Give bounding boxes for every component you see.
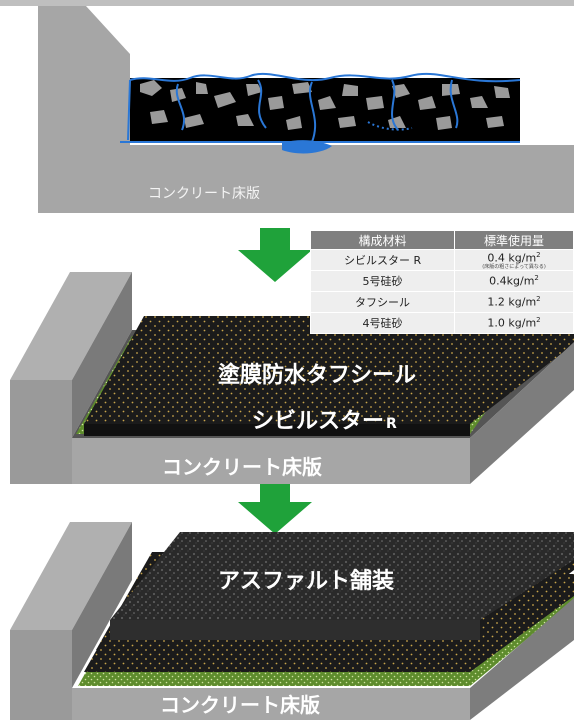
material-amount: 0.4kg/m2 <box>454 270 574 292</box>
aggregate-layer <box>130 78 520 142</box>
materials-table-header: 構成材料 標準使用量 <box>309 230 574 250</box>
down-arrow-2 <box>238 480 312 534</box>
table-row: 5号硅砂 0.4kg/m2 <box>309 270 574 292</box>
material-name: シビルスター R <box>309 249 456 271</box>
materials-table: 構成材料 標準使用量 シビルスター R 0.4 kg/m2 (床版の粗さによって… <box>309 230 574 334</box>
wall-front <box>10 380 72 484</box>
panel-1-concrete-label: コンクリート床版 <box>148 186 260 202</box>
aggregate-stones <box>140 80 510 130</box>
membrane-layer-toughseal <box>84 316 574 424</box>
down-arrow-1 <box>238 228 312 282</box>
panel-1-concrete-section: コンクリート床版 <box>0 0 574 213</box>
material-name: タフシール <box>309 291 456 313</box>
table-row: タフシール 1.2 kg/m2 <box>309 291 574 313</box>
table-row: 4号硅砂 1.0 kg/m2 <box>309 312 574 334</box>
material-name: 4号硅砂 <box>309 312 456 334</box>
panel-3-concrete-label: コンクリート床版 <box>160 693 320 717</box>
asphalt-pavement-layer <box>110 532 574 620</box>
panel-2-concrete-label: コンクリート床版 <box>162 455 322 479</box>
material-amount: 1.2 kg/m2 <box>454 291 574 313</box>
table-row: シビルスター R 0.4 kg/m2 (床版の粗さによって異なる) <box>309 249 574 271</box>
asphalt-label: アスファルト舗装 <box>218 568 394 594</box>
material-amount: 1.0 kg/m2 <box>454 312 574 334</box>
panel-2-slab-front <box>72 438 470 484</box>
water-puddle <box>282 140 332 154</box>
panel-3-slab-front <box>72 688 470 720</box>
material-name: 5号硅砂 <box>309 270 456 292</box>
wall-front-lower <box>10 630 72 720</box>
col-header-amount: 標準使用量 <box>454 230 574 250</box>
material-amount: 0.4 kg/m2 (床版の粗さによって異なる) <box>454 249 574 271</box>
col-header-material: 構成材料 <box>309 230 456 250</box>
water-seepage-lines <box>120 72 521 143</box>
slab-cross-section <box>38 6 574 213</box>
amount-note: (床版の粗さによって異なる) <box>482 263 546 270</box>
membrane-label: 塗膜防水タフシール <box>218 362 416 388</box>
panel-3-pavement-section: アスファルト舗装 コンクリート床版 <box>10 522 574 720</box>
